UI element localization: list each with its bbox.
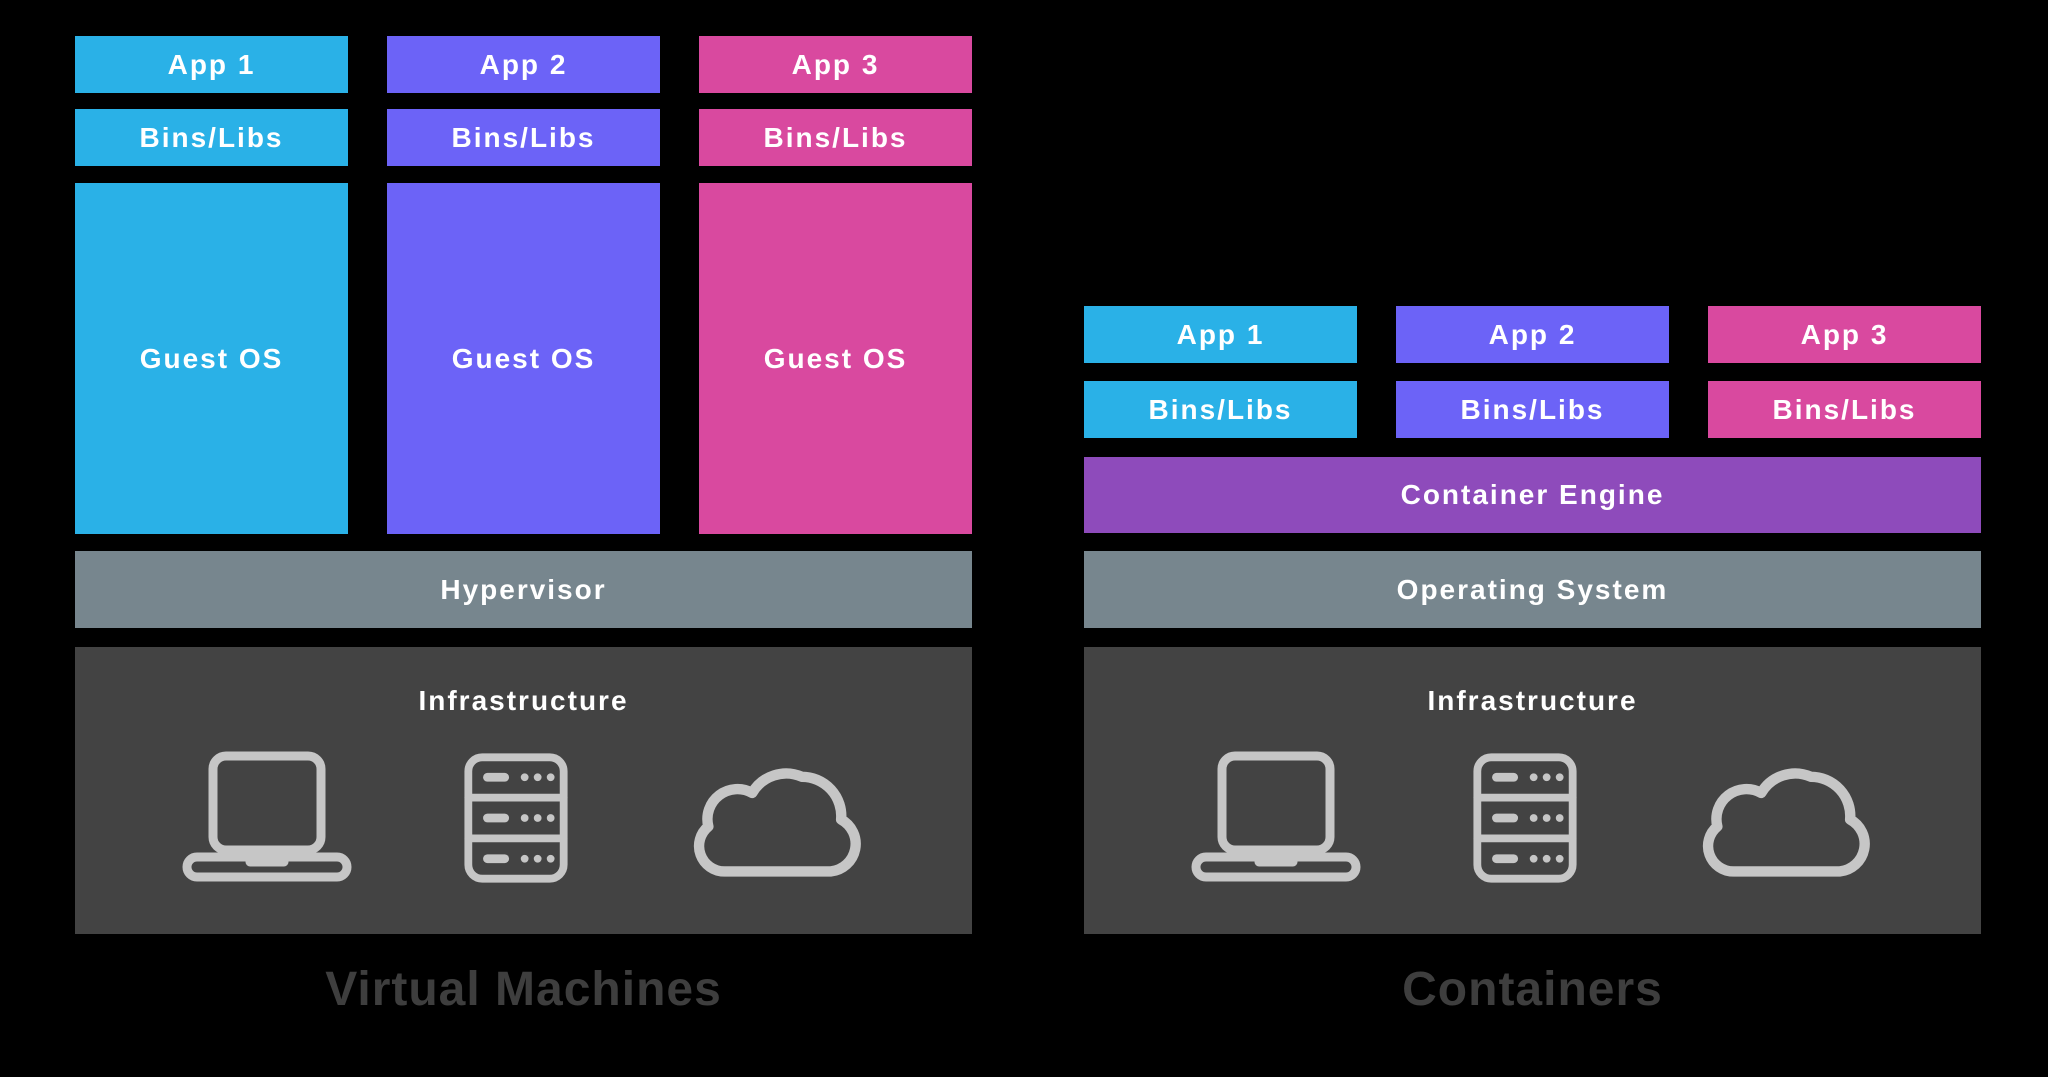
vm-bins1-box: Bins/Libs [75, 109, 348, 166]
vm-bins2-box: Bins/Libs [387, 109, 660, 166]
server-icon [463, 753, 568, 883]
vm-guest-os1-box: Guest OS [75, 183, 348, 534]
container-engine-bar: Container Engine [1084, 457, 1981, 533]
containers-diagram: App 1 App 2 App 3 Bins/Libs Bins/Libs Bi… [1084, 36, 1981, 1077]
vm-bins3-box: Bins/Libs [699, 109, 972, 166]
ct-bins3-box: Bins/Libs [1708, 381, 1981, 438]
vm-infrastructure-label: Infrastructure [418, 685, 629, 716]
ct-bins1-box: Bins/Libs [1084, 381, 1357, 438]
ct-infrastructure-icons [1084, 751, 1981, 883]
ct-app2-box: App 2 [1396, 306, 1669, 363]
vm-guest-os3-box: Guest OS [699, 183, 972, 534]
hypervisor-bar: Hypervisor [75, 551, 972, 628]
server-icon [1472, 753, 1577, 883]
operating-system-bar: Operating System [1084, 551, 1981, 628]
ct-caption: Containers [1402, 963, 1663, 1016]
cloud-icon [680, 756, 866, 883]
ct-app3-box: App 3 [1708, 306, 1981, 363]
laptop-icon [1191, 751, 1361, 883]
vm-app3-box: App 3 [699, 36, 972, 93]
vm-app2-box: App 2 [387, 36, 660, 93]
vm-guest-os2-box: Guest OS [387, 183, 660, 534]
ct-bins2-box: Bins/Libs [1396, 381, 1669, 438]
ct-app1-box: App 1 [1084, 306, 1357, 363]
vm-infrastructure-icons [75, 751, 972, 883]
vm-app1-box: App 1 [75, 36, 348, 93]
ct-infrastructure-box: Infrastructure [1084, 647, 1981, 934]
vm-caption: Virtual Machines [325, 963, 722, 1016]
virtual-machines-diagram: App 1 App 2 App 3 Bins/Libs Bins/Libs Bi… [75, 36, 972, 1077]
vm-infrastructure-box: Infrastructure [75, 647, 972, 934]
laptop-icon [182, 751, 352, 883]
cloud-icon [1689, 756, 1875, 883]
ct-infrastructure-label: Infrastructure [1427, 685, 1638, 716]
